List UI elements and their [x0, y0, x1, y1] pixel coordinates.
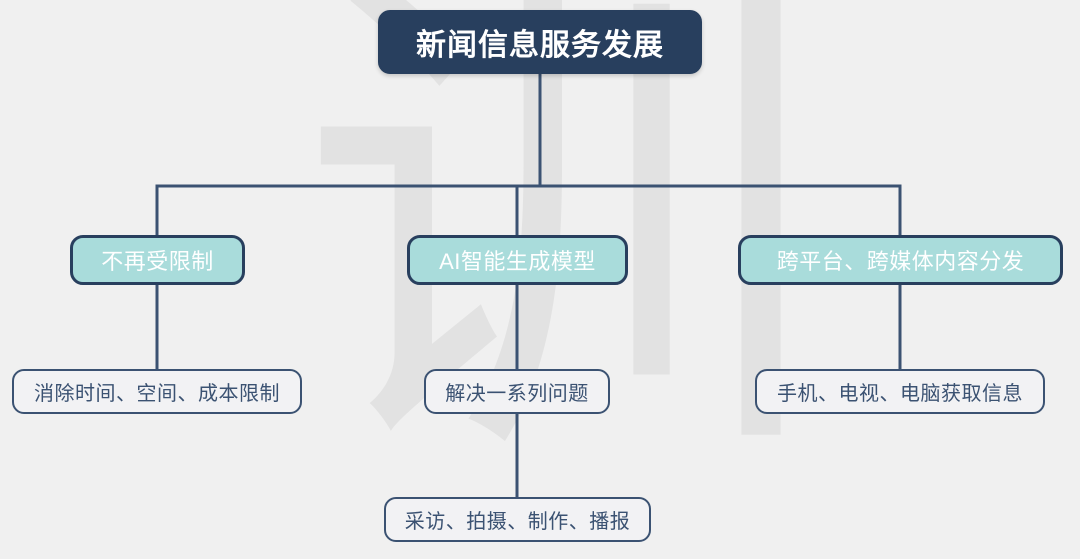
node-leaf-2-label: 解决一系列问题	[445, 383, 589, 405]
node-branch-2-label: AI智能生成模型	[439, 249, 596, 274]
node-branch-1[interactable]: 不再受限制	[70, 235, 245, 285]
node-branch-3-label: 跨平台、跨媒体内容分发	[776, 249, 1025, 274]
node-leaf-3-label: 手机、电视、电脑获取信息	[777, 383, 1023, 405]
node-leaf-1[interactable]: 消除时间、空间、成本限制	[12, 369, 302, 414]
node-root-label: 新闻信息服务发展	[416, 29, 664, 62]
node-branch-3[interactable]: 跨平台、跨媒体内容分发	[738, 235, 1063, 285]
node-leaf-4[interactable]: 采访、拍摄、制作、播报	[384, 497, 651, 542]
node-branch-2[interactable]: AI智能生成模型	[407, 235, 628, 285]
node-leaf-3[interactable]: 手机、电视、电脑获取信息	[755, 369, 1045, 414]
node-root[interactable]: 新闻信息服务发展	[378, 10, 702, 74]
node-branch-1-label: 不再受限制	[101, 249, 214, 274]
node-leaf-1-label: 消除时间、空间、成本限制	[34, 383, 280, 405]
node-leaf-2[interactable]: 解决一系列问题	[424, 369, 610, 414]
node-leaf-4-label: 采访、拍摄、制作、播报	[404, 511, 631, 533]
